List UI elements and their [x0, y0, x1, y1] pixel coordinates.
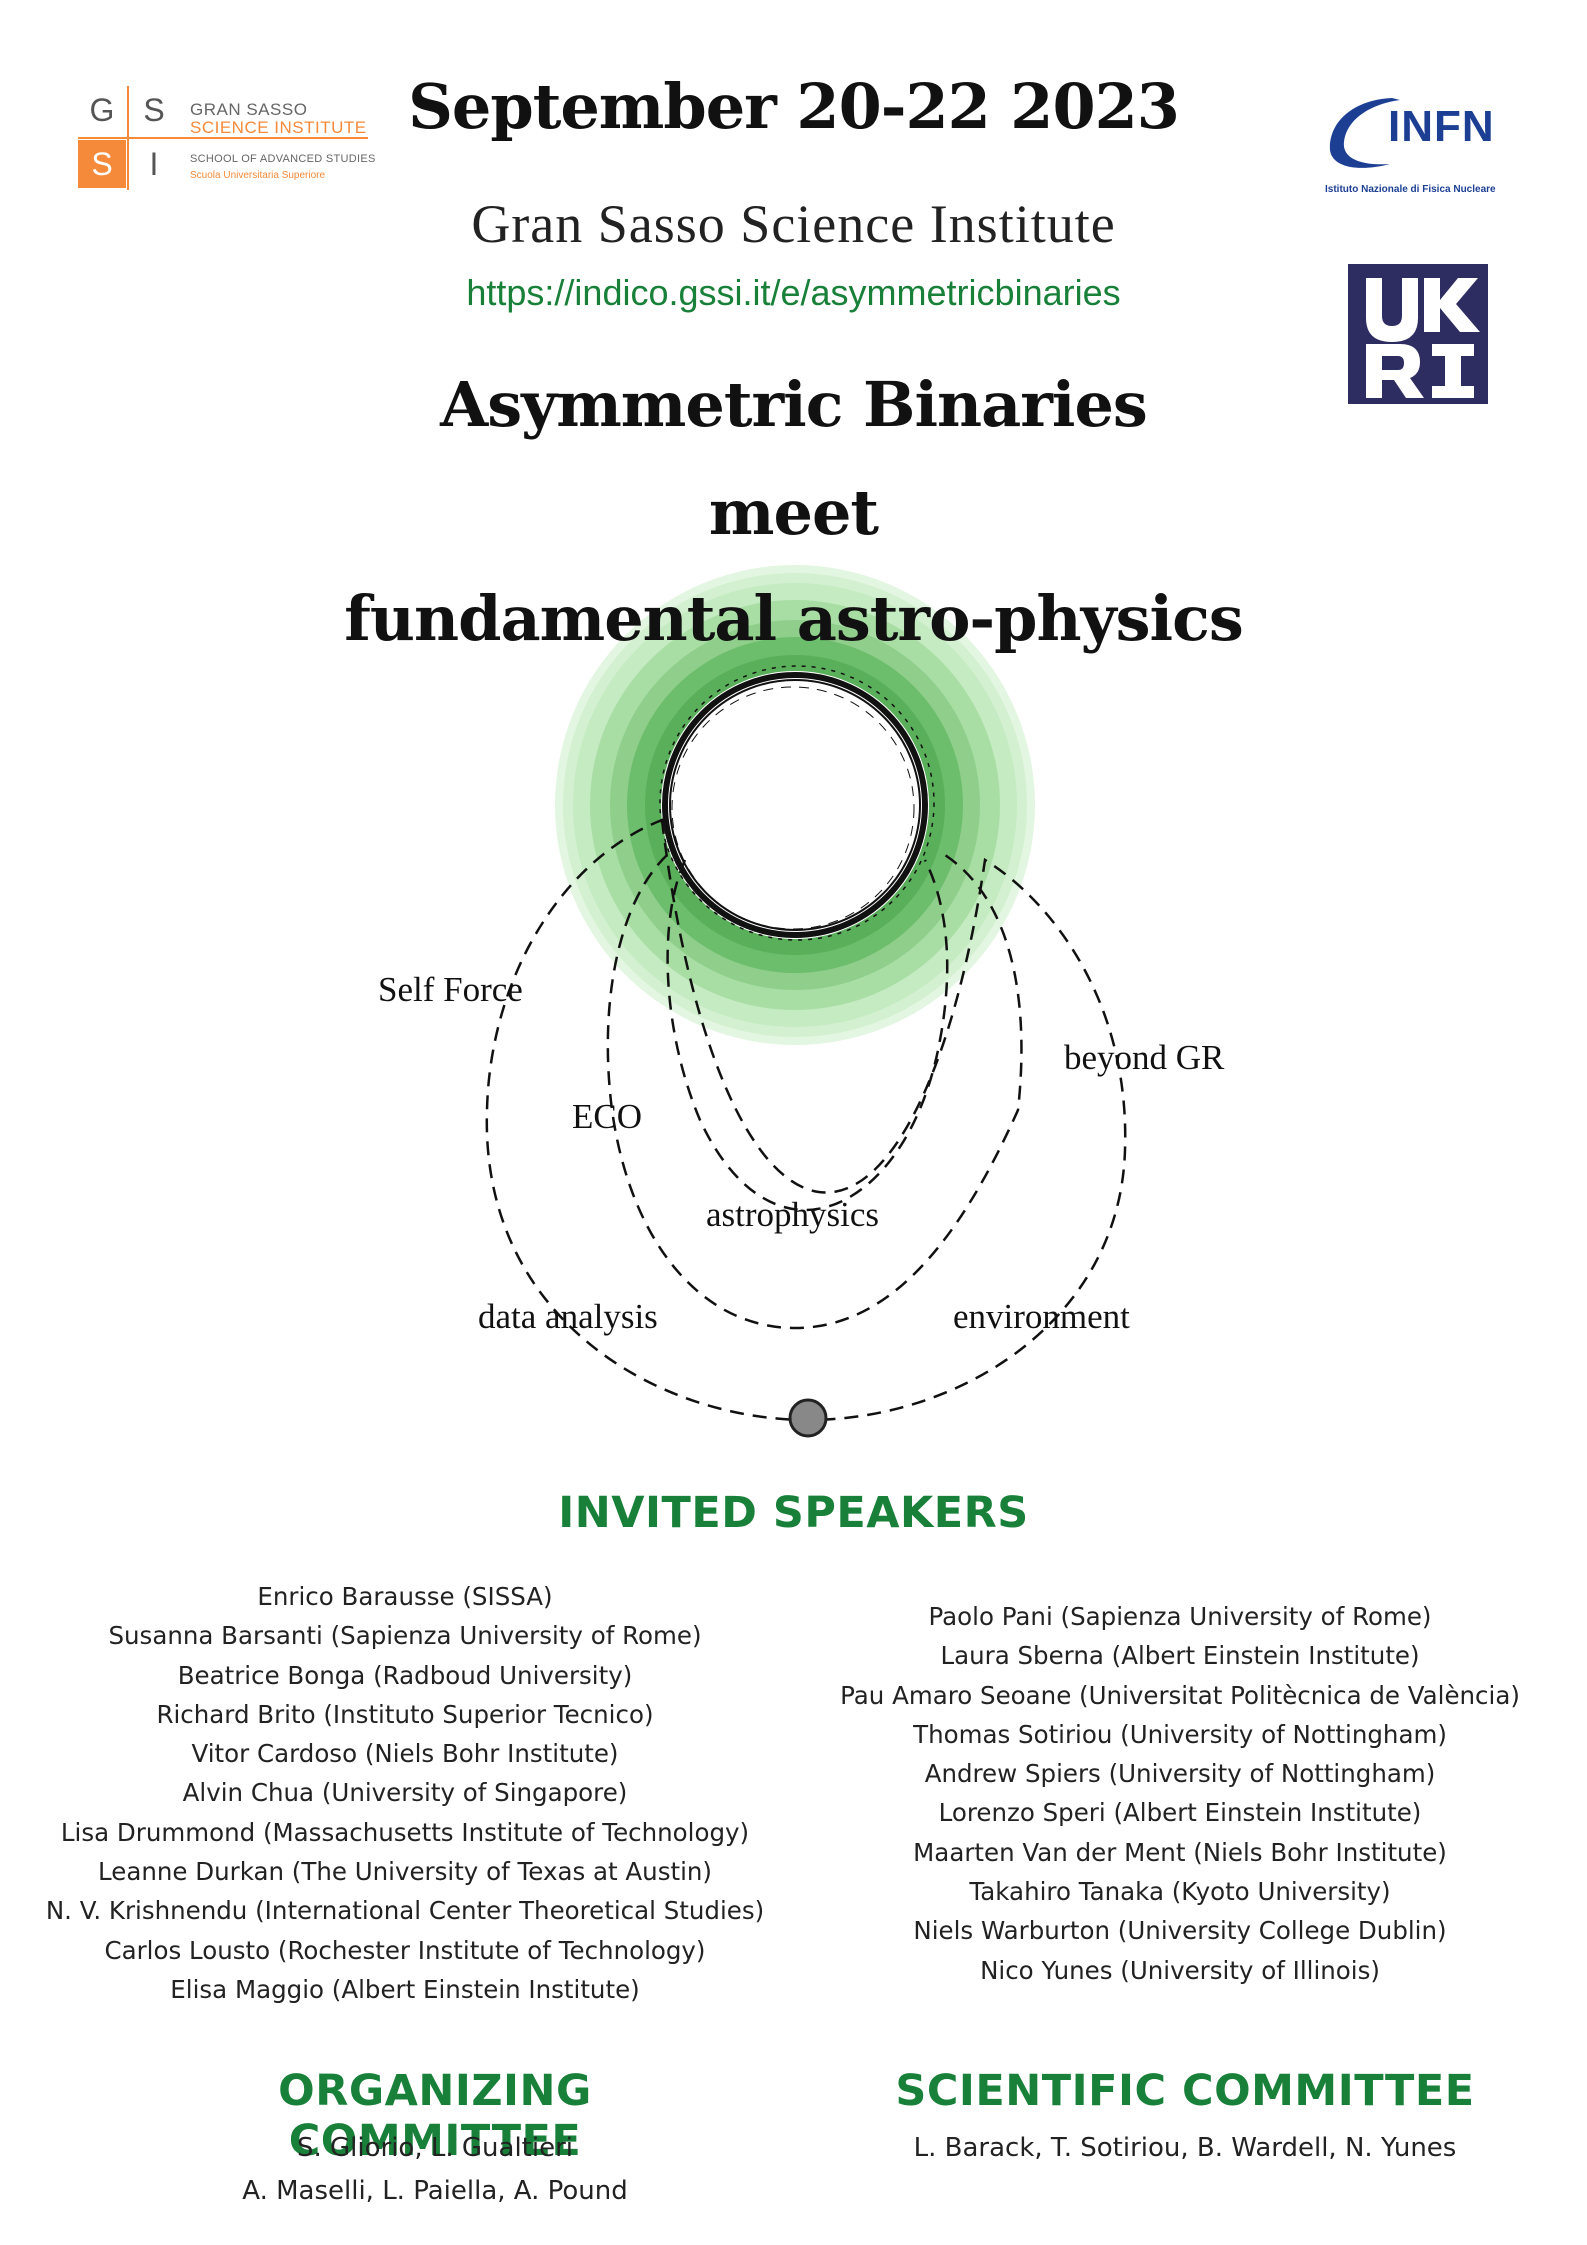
speaker-item: Lorenzo Speri (Albert Einstein Institute…	[938, 1798, 1422, 1828]
diagram-label-environment: environment	[953, 1297, 1130, 1336]
infn-swoosh-icon	[1329, 98, 1400, 168]
speaker-item: Lisa Drummond (Massachusetts Institute o…	[60, 1817, 750, 1847]
gssi-letter: I	[149, 146, 159, 182]
speaker-item: Enrico Barausse (SISSA)	[257, 1582, 553, 1611]
gssi-letter: S	[143, 92, 165, 128]
speaker-item: Leanne Durkan (The University of Texas a…	[98, 1857, 712, 1887]
gssi-name: SCIENCE INSTITUTE	[190, 118, 367, 137]
speaker-item: Pau Amaro Seoane (Universitat Politècnic…	[840, 1680, 1520, 1710]
event-title: meet	[708, 476, 879, 549]
event-url-link[interactable]: https://indico.gssi.it/e/asymmetricbinar…	[466, 272, 1121, 313]
committee-line: L. Barack, T. Sotiriou, B. Wardell, N. Y…	[913, 2133, 1457, 2163]
scientific-committee-members: L. Barack, T. Sotiriou, B. Wardell, N. Y…	[880, 2127, 1490, 2170]
invited-speakers-heading: INVITED SPEAKERS	[558, 1488, 1029, 1538]
speaker-item: Takahiro Tanaka (Kyoto University)	[969, 1877, 1391, 1907]
speaker-item: Alvin Chua (University of Singapore)	[182, 1778, 628, 1808]
orbit-paths	[485, 818, 1127, 1422]
gssi-name: GRAN SASSO	[190, 100, 308, 119]
black-hole-rim	[659, 665, 935, 941]
infn-logo: INFN Istituto Nazionale di Fisica Nuclea…	[1320, 80, 1510, 200]
orbit-middle	[606, 853, 1023, 1330]
event-title: Asymmetric Binaries	[440, 368, 1148, 441]
diagram-label-astrophysics: astrophysics	[706, 1195, 880, 1234]
speaker-item: Carlos Lousto (Rochester Institute of Te…	[104, 1935, 706, 1965]
gssi-letter: G	[89, 92, 115, 128]
gssi-divider	[78, 137, 368, 139]
organizing-committee-heading: ORGANIZING COMMITTEE	[278, 2066, 592, 2166]
committee-line: A. Maselli, L. Paiella, A. Pound	[242, 2176, 628, 2206]
speaker-item: Beatrice Bonga (Radboud University)	[177, 1660, 633, 1690]
speaker-item: N. V. Krishnendu (International Center T…	[45, 1896, 765, 1926]
orbit-inner	[666, 859, 949, 1212]
speaker-item: Andrew Spiers (University of Nottingham)	[924, 1759, 1436, 1789]
speaker-item: Laura Sberna (Albert Einstein Institute)	[940, 1641, 1420, 1671]
speaker-item: Paolo Pani (Sapienza University of Rome)	[928, 1602, 1432, 1631]
speaker-item: Richard Brito (Instituto Superior Tecnic…	[156, 1699, 654, 1729]
committee-line: S. Gliorio, L. Gualtieri	[296, 2133, 573, 2163]
speaker-list-left: Enrico Barausse (SISSA) Susanna Barsanti…	[40, 1577, 770, 2009]
gssi-subtitle: Scuola Universitaria Superiore	[190, 170, 326, 181]
orbit-outer	[485, 818, 1127, 1422]
small-body-icon	[788, 1398, 828, 1438]
event-date: September 20-22 2023	[408, 70, 1180, 143]
diagram-label-self-force: Self Force	[378, 970, 523, 1009]
scientific-committee-heading: SCIENTIFIC COMMITTEE	[895, 2066, 1475, 2116]
black-hole-glow	[555, 565, 1035, 1045]
speaker-item: Thomas Sotiriou (University of Nottingha…	[913, 1719, 1447, 1749]
diagram-label-data-analysis: data analysis	[478, 1297, 658, 1336]
gssi-letter: S	[78, 140, 126, 188]
diagram-label-eco: ECO	[572, 1097, 642, 1136]
event-title: fundamental astro-physics	[344, 582, 1243, 655]
speaker-item: Vitor Cardoso (Niels Bohr Institute)	[191, 1739, 619, 1769]
speaker-list-right: Paolo Pani (Sapienza University of Rome)…	[810, 1597, 1550, 1990]
infn-subtitle: Istituto Nazionale di Fisica Nucleare	[1325, 184, 1496, 195]
gssi-school: SCHOOL OF ADVANCED STUDIES	[190, 153, 376, 165]
speaker-item: Niels Warburton (University College Dubl…	[913, 1916, 1447, 1946]
speaker-item: Nico Yunes (University of Illinois)	[980, 1955, 1380, 1985]
ukri-logo	[1348, 264, 1488, 404]
infn-wordmark: INFN	[1388, 102, 1495, 151]
speaker-item: Elisa Maggio (Albert Einstein Institute)	[170, 1974, 640, 2004]
organizing-committee-members: S. Gliorio, L. Gualtieri A. Maselli, L. …	[130, 2127, 740, 2213]
gssi-logo: G S S I GRAN SASSO SCIENCE INSTITUTE SCH…	[78, 86, 378, 194]
institute-name: Gran Sasso Science Institute	[471, 194, 1116, 254]
ukri-mark-icon	[1366, 278, 1480, 398]
speaker-item: Maarten Van der Ment (Niels Bohr Institu…	[913, 1837, 1447, 1867]
speaker-item: Susanna Barsanti (Sapienza University of…	[108, 1621, 702, 1651]
diagram-label-beyond-gr: beyond GR	[1064, 1038, 1225, 1077]
